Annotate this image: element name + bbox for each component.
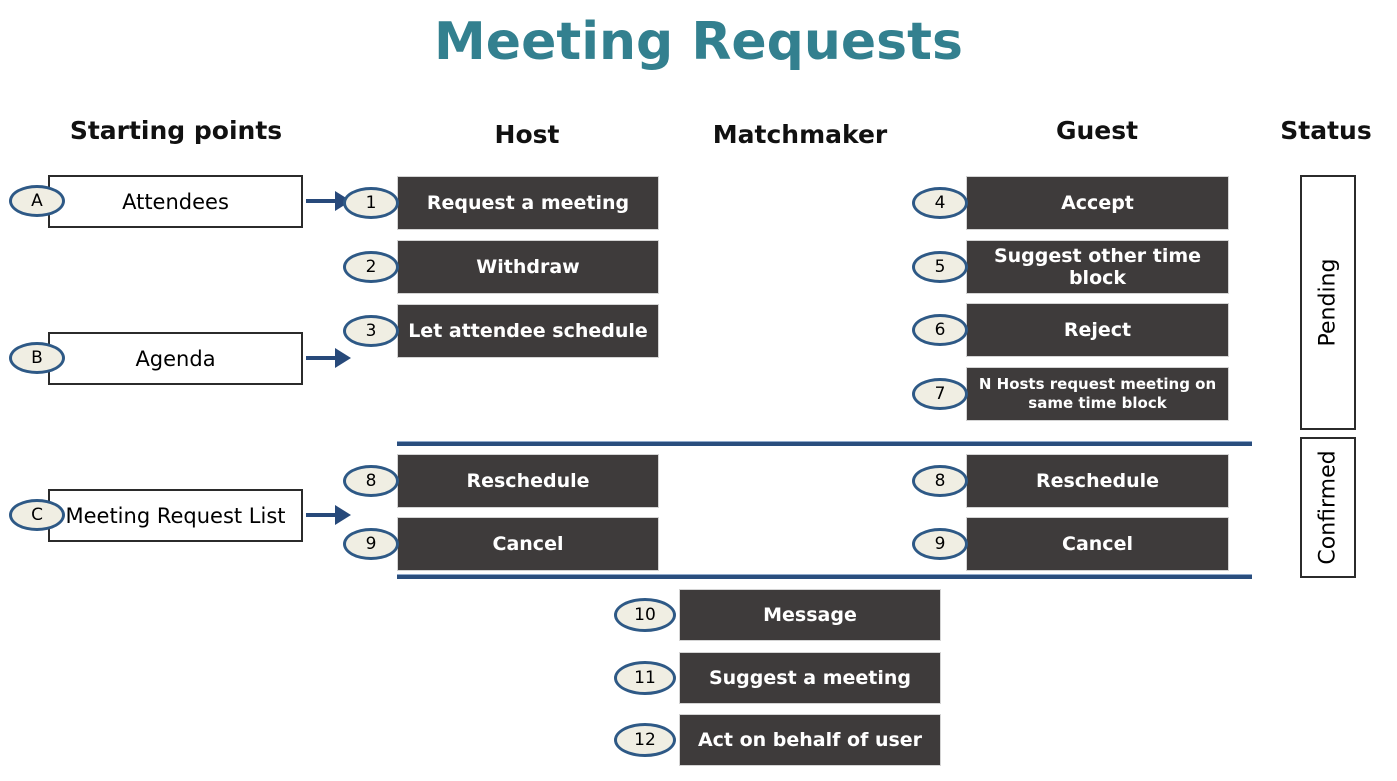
step-badge-4: 4 <box>912 187 968 219</box>
step-badge-5: 5 <box>912 251 968 283</box>
starting-point-meeting-request-list: Meeting Request List <box>48 489 303 542</box>
starting-point-agenda: Agenda <box>48 332 303 385</box>
column-header-matchmaker: Matchmaker <box>712 120 888 149</box>
action-box-message: Message <box>680 590 940 640</box>
status-box-confirmed: Confirmed <box>1300 437 1356 578</box>
step-badge-3: 3 <box>343 315 399 347</box>
column-header-guest: Guest <box>1055 116 1139 145</box>
badge-b: B <box>9 342 65 374</box>
action-box-host-cancel: Cancel <box>398 518 658 570</box>
badge-a: A <box>9 185 65 217</box>
starting-point-attendees: Attendees <box>48 175 303 228</box>
action-box-let-attendee-schedule: Let attendee schedule <box>398 305 658 357</box>
arrow-right-icon <box>306 191 351 211</box>
status-label-pending: Pending <box>1315 258 1341 347</box>
action-box-reject: Reject <box>967 304 1228 356</box>
step-badge-7: 7 <box>912 378 968 410</box>
column-header-status: Status <box>1280 116 1372 145</box>
step-badge-2: 2 <box>343 251 399 283</box>
action-box-guest-reschedule: Reschedule <box>967 455 1228 507</box>
arrow-right-icon <box>306 348 351 368</box>
step-badge-8: 8 <box>343 465 399 497</box>
action-box-accept: Accept <box>967 177 1228 229</box>
column-header-starting-points: Starting points <box>69 116 283 145</box>
step-badge-1: 1 <box>343 187 399 219</box>
action-box-n-hosts-request: N Hosts request meeting on same time blo… <box>967 368 1228 420</box>
action-box-suggest-a-meeting: Suggest a meeting <box>680 653 940 703</box>
divider-confirmed-bottom <box>397 574 1252 579</box>
badge-c: C <box>9 499 65 531</box>
action-box-host-reschedule: Reschedule <box>398 455 658 507</box>
step-badge-6: 6 <box>912 314 968 346</box>
step-badge-8-guest: 8 <box>912 465 968 497</box>
action-box-act-on-behalf-of-user: Act on behalf of user <box>680 715 940 765</box>
step-badge-9: 9 <box>343 528 399 560</box>
divider-pending-confirmed <box>397 441 1252 446</box>
step-badge-9-guest: 9 <box>912 528 968 560</box>
step-badge-12: 12 <box>614 723 676 757</box>
action-box-guest-cancel: Cancel <box>967 518 1228 570</box>
step-badge-10: 10 <box>614 598 676 632</box>
page-title: Meeting Requests <box>434 12 963 72</box>
arrow-right-icon <box>306 505 351 525</box>
action-box-suggest-other-time-block: Suggest other time block <box>967 241 1228 293</box>
column-header-host: Host <box>494 120 560 149</box>
action-box-request-a-meeting: Request a meeting <box>398 177 658 229</box>
step-badge-11: 11 <box>614 661 676 695</box>
status-label-confirmed: Confirmed <box>1315 450 1341 565</box>
action-box-withdraw: Withdraw <box>398 241 658 293</box>
status-box-pending: Pending <box>1300 175 1356 430</box>
